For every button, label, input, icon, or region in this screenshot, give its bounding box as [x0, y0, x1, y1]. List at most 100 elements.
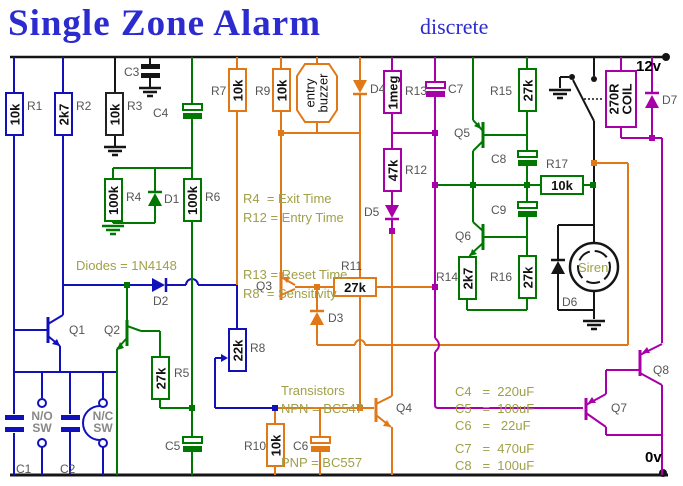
diode-D7-symbol [645, 95, 659, 108]
label-D6: D6 [562, 295, 578, 309]
label-R2: R2 [76, 99, 92, 113]
label-D5: D5 [364, 205, 380, 219]
resistor-R14: 2k7 [458, 256, 477, 300]
q8-emitter-arrow [642, 347, 650, 353]
label-Q1: Q1 [69, 323, 86, 337]
rail-dot-top [662, 53, 670, 61]
label-C5: C5 [165, 439, 181, 453]
resistor-R7: 10k [228, 68, 247, 112]
label-R8: R8 [250, 341, 266, 355]
label-C3: C3 [124, 65, 140, 79]
rail-label-12v: 12v [636, 58, 662, 75]
relay-contact-nc [569, 74, 575, 80]
green-wires [102, 57, 593, 475]
capacitor-C2 [61, 415, 80, 420]
resistor-R2: 2k7 [54, 92, 73, 136]
siren-branch [551, 121, 605, 331]
label-D2: D2 [153, 294, 169, 308]
q2-emitter-arrow [117, 342, 124, 350]
page-title: Single Zone Alarm [8, 3, 322, 44]
label-R15: R15 [490, 84, 513, 98]
relay-switch [549, 57, 603, 122]
resistor-R16: 27k [518, 255, 537, 299]
label-R6: R6 [205, 190, 221, 204]
diode-D5-symbol [385, 205, 399, 218]
label-Q2: Q2 [104, 323, 121, 337]
rail-label-0v: 0v [645, 449, 662, 466]
diode-D6-symbol [551, 261, 565, 274]
label-Q3: Q3 [256, 279, 273, 293]
label-Q4: Q4 [396, 401, 413, 415]
diode-D4-symbol [353, 80, 367, 93]
label-Q7: Q7 [611, 401, 628, 415]
switch-nc-terminal [98, 398, 108, 408]
q1-emitter-arrow [52, 339, 60, 346]
q3-emitter-arrow [282, 277, 290, 283]
label-R16: R16 [490, 270, 513, 284]
resistor-R17: 10k [540, 175, 584, 195]
label-D3: D3 [328, 311, 344, 325]
label-R7: R7 [211, 84, 227, 98]
purple-wires [385, 57, 663, 475]
label-R11: R11 [341, 259, 363, 273]
resistor-R11: 27k [333, 277, 377, 297]
resistor-R9: 10k [272, 68, 291, 112]
label-C9: C9 [491, 203, 507, 217]
capacitor-C5 [182, 436, 203, 444]
resistor-R4: 100k [104, 178, 123, 222]
label-R13: R13 [405, 84, 428, 98]
label-C2: C2 [60, 462, 76, 476]
resistor-R13: 1meg [383, 70, 402, 114]
resistor-R10: 10k [266, 423, 285, 467]
diode-D2-symbol [152, 278, 165, 292]
relay-contact-no [591, 76, 597, 82]
power-rails [10, 55, 668, 477]
label-R17: R17 [546, 157, 569, 171]
resistor-R3: 10k [105, 92, 124, 136]
label-Q6: Q6 [455, 229, 472, 243]
label-D4: D4 [370, 82, 386, 96]
capacitor-C4 [182, 103, 203, 111]
resistor-R15: 27k [518, 68, 537, 112]
resistor-R6: 100k [183, 178, 202, 222]
junction-dots [124, 130, 655, 411]
r8-wiper-arrow [221, 354, 228, 362]
capacitor-C9 [517, 201, 538, 209]
label-Q5: Q5 [454, 126, 471, 140]
label-D7: D7 [662, 93, 678, 107]
switch-no-terminal [37, 398, 47, 408]
label-R14: R14 [436, 270, 459, 284]
page-subtitle: discrete [420, 14, 489, 39]
label-C1: C1 [16, 462, 32, 476]
siren-label: Siren [578, 260, 609, 275]
resistor-R8-trimpot: 22k [228, 328, 247, 372]
resistor-R12: 47k [383, 148, 402, 192]
label-R5: R5 [174, 366, 190, 380]
q5-emitter-arrow [474, 122, 481, 129]
label-R9: R9 [255, 84, 271, 98]
label-C7: C7 [448, 82, 464, 96]
label-R4: R4 [126, 190, 142, 204]
label-R12: R12 [405, 163, 428, 177]
label-R1: R1 [27, 99, 43, 113]
capacitor-C1 [5, 415, 24, 420]
label-Q8: Q8 [653, 363, 670, 377]
label-D1: D1 [164, 192, 180, 206]
label-C8: C8 [491, 152, 507, 166]
r3-c3-branch [104, 57, 161, 157]
diode-D3-symbol [310, 312, 324, 325]
q4-emitter-arrow [383, 420, 391, 427]
diode-D1-symbol [148, 193, 162, 206]
label-C4: C4 [153, 106, 169, 120]
q7-emitter-arrow [588, 397, 596, 403]
capacitor-C3 [141, 64, 160, 69]
